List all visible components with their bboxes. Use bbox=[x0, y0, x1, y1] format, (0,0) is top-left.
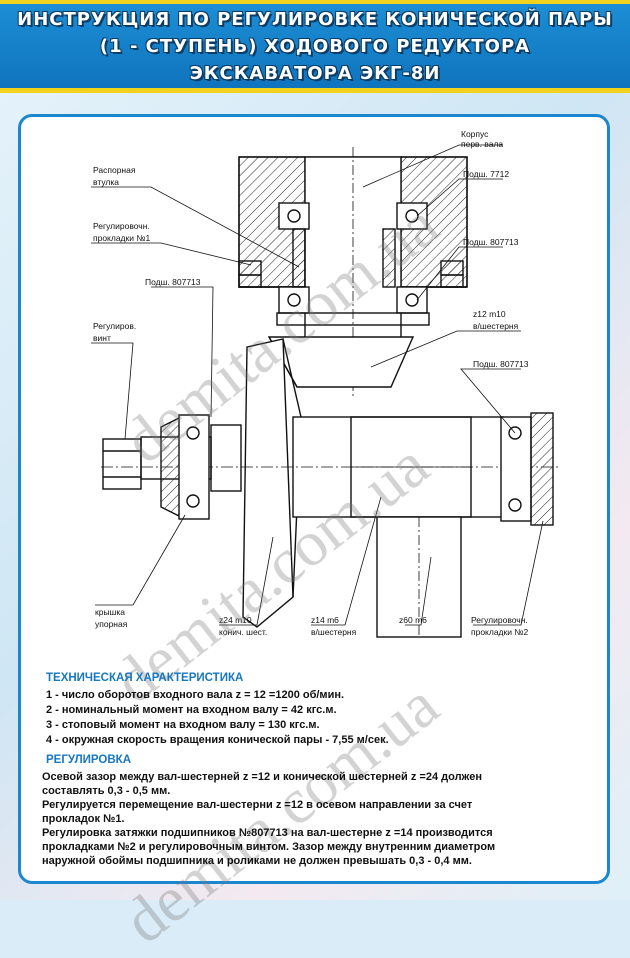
horizontal-shaft bbox=[101, 416, 561, 518]
label-bearing-807713-b: Подш. 807713 bbox=[145, 277, 201, 287]
label-shims-1: Регулировочн. bbox=[93, 221, 150, 231]
label-shims-2b: прокладки №2 bbox=[471, 627, 528, 637]
bearing-807713-top bbox=[278, 286, 428, 314]
label-bearing-7712: Подш. 7712 bbox=[463, 169, 509, 179]
regulation-line: Регулируется перемещение вал-шестерни z … bbox=[42, 799, 473, 811]
label-shims-1b: прокладки №1 bbox=[93, 233, 150, 243]
tech-item: 1 - число оборотов входного вала z = 12 … bbox=[46, 689, 345, 701]
label-shims-2: Регулировочн. bbox=[471, 615, 528, 625]
regulation-line: Регулировка затяжки подшипников №807713 … bbox=[42, 827, 493, 839]
spacer-sleeve bbox=[292, 228, 396, 288]
label-bearing-807713-a: Подш. 807713 bbox=[463, 237, 519, 247]
label-z24b: конич. шест. bbox=[219, 627, 267, 637]
label-adj-screw-2: винт bbox=[93, 333, 111, 343]
label-korpus-2: перв. вала bbox=[461, 139, 503, 149]
bearing-807713-right bbox=[500, 412, 554, 526]
label-korpus: Корпус bbox=[461, 129, 489, 139]
thrust-cover bbox=[102, 414, 210, 520]
label-spacer: Распорная bbox=[93, 165, 136, 175]
title-line-1: ИНСТРУКЦИЯ ПО РЕГУЛИРОВКЕ КОНИЧЕСКОЙ ПАР… bbox=[17, 9, 613, 30]
title-line-3: ЭКСКАВАТОРА ЭКГ-8И bbox=[189, 63, 441, 84]
regulation-line: прокладок №1. bbox=[42, 813, 125, 825]
label-z14b: в/шестерня bbox=[311, 627, 357, 637]
regulation-line: прокладками №2 и регулировочным винтом. … bbox=[42, 841, 496, 853]
title-line-2: (1 - СТУПЕНЬ) ХОДОВОГО РЕДУКТОРА bbox=[99, 36, 531, 57]
regulation-heading: РЕГУЛИРОВКА bbox=[46, 754, 132, 766]
tech-item: 3 - стоповый момент на входном валу = 13… bbox=[46, 719, 320, 731]
label-cover-2: упорная bbox=[95, 619, 128, 629]
label-z12: z12 m10 bbox=[473, 309, 506, 319]
regulation-line: составлять 0,3 - 0,5 мм. bbox=[42, 785, 171, 797]
regulation-line: наружной обоймы подшипника и роликами не… bbox=[42, 855, 472, 867]
label-cover: крышка bbox=[95, 607, 125, 617]
label-z14: z14 m6 bbox=[311, 615, 339, 625]
tech-item: 4 - окружная скорость вращения коническо… bbox=[46, 734, 389, 746]
label-bearing-807713-c: Подш. 807713 bbox=[473, 359, 529, 369]
label-adj-screw: Регулиров. bbox=[93, 321, 136, 331]
page-title: ИНСТРУКЦИЯ ПО РЕГУЛИРОВКЕ КОНИЧЕСКОЙ ПАР… bbox=[0, 6, 630, 87]
label-z24: z24 m10 bbox=[219, 615, 252, 625]
regulation-line: Осевой зазор между вал-шестерней z =12 и… bbox=[42, 771, 482, 783]
tech-heading: ТЕХНИЧЕСКАЯ ХАРАКТЕРИСТИКА bbox=[46, 672, 244, 684]
label-z12b: в/шестерня bbox=[473, 321, 519, 331]
header-banner: ИНСТРУКЦИЯ ПО РЕГУЛИРОВКЕ КОНИЧЕСКОЙ ПАР… bbox=[0, 0, 630, 93]
label-z60: z60 m6 bbox=[399, 615, 427, 625]
label-spacer-2: втулка bbox=[93, 177, 119, 187]
gearbox-drawing: Корпус перв. вала Распорная втулка Подш.… bbox=[91, 129, 561, 638]
bearing-7712 bbox=[278, 202, 428, 230]
tech-item: 2 - номинальный момент на входном валу =… bbox=[46, 704, 337, 716]
header-accent-stripe bbox=[0, 0, 630, 4]
